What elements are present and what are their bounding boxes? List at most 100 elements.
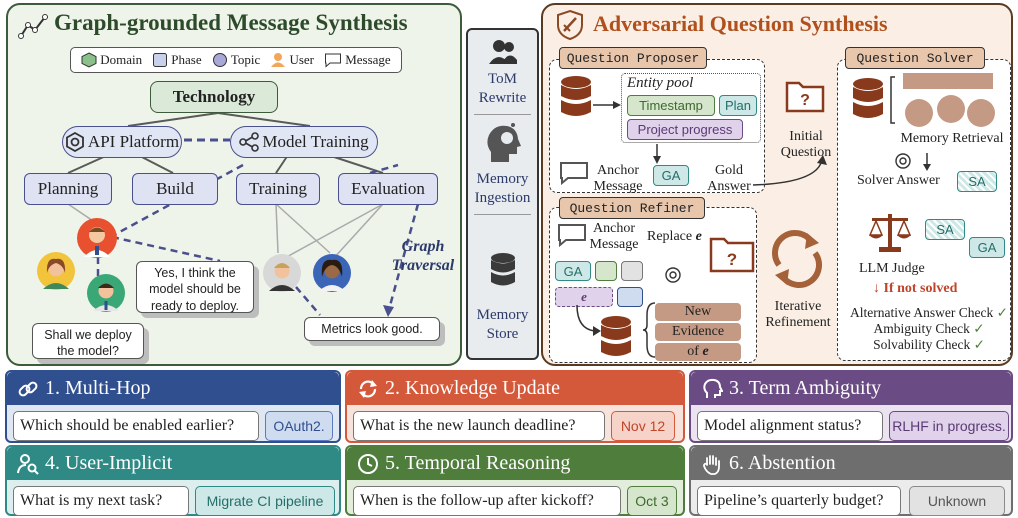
check-icon: ✓ (996, 305, 1008, 320)
refiner-anchor-message-icon (558, 224, 586, 247)
legend-phase: Phase (152, 52, 202, 68)
card-question: Model alignment status? (697, 411, 883, 441)
entity-pool-box (621, 73, 761, 143)
legend-user: User (270, 52, 314, 68)
check-item-alternative: Alternative Answer Check ✓ (850, 305, 1008, 320)
card-body: Pipeline’s quarterly budget? Unknown (691, 480, 1011, 516)
card-body: When is the follow-up after kickoff? Oct… (347, 480, 683, 516)
card-question: Pipeline’s quarterly budget? (697, 486, 901, 516)
avatar-user-1 (77, 218, 117, 258)
avatar-user-5 (313, 254, 351, 292)
check-icon: ✓ (973, 337, 985, 353)
memory-store-label: Memory Store (476, 307, 529, 342)
avatar-user-2 (37, 252, 75, 290)
topic-node-model-training: Model Training (230, 126, 378, 158)
refiner-database-icon (601, 316, 631, 356)
user-icon (271, 53, 286, 67)
evidence-line-3: of e (655, 343, 741, 361)
check-item-ambiguity: Ambiguity Check ✓ (873, 321, 985, 337)
graph-traversal-label: Graph Traversal (391, 238, 455, 275)
card-question: What is my next task? (13, 486, 189, 516)
check-item-solvability: Solvability Check ✓ (873, 337, 985, 353)
message-bubble-metrics: Metrics look good. (304, 317, 440, 341)
database-icon (491, 253, 515, 286)
card-abstention: 6. Abstention Pipeline’s quarterly budge… (689, 445, 1013, 516)
card-header: 2. Knowledge Update (347, 372, 683, 405)
question-refiner-label: Question Refiner (559, 197, 705, 219)
graph-synthesis-panel: Graph-grounded Message Synthesis Domain … (6, 3, 462, 366)
users-icon (489, 40, 517, 64)
refiner-chip-gray (621, 261, 643, 281)
proposer-ga-chip: GA (653, 165, 689, 186)
arrow-icon (593, 101, 621, 109)
down-arrow-icon (653, 144, 661, 164)
hand-stop-icon (703, 454, 720, 475)
message-bubble-deploy-reply: Yes, I think the model should be ready t… (136, 261, 254, 313)
phase-node-training: Training (236, 173, 320, 205)
middle-divider-2 (474, 214, 531, 215)
hexagon-icon (81, 52, 97, 68)
checks-list: Alternative Answer Check ✓ Ambiguity Che… (843, 305, 1015, 354)
initial-question-label: Initial Question (780, 129, 832, 161)
scales-icon (869, 214, 911, 252)
topic-node-api-platform: API Platform (62, 126, 182, 158)
card-answer: OAuth2. (265, 411, 333, 441)
avatar-user-3 (87, 274, 125, 312)
judge-ga-chip: GA (969, 237, 1005, 258)
down-arrow-icon: ↓ (873, 281, 884, 296)
to-initial-question-arrow (752, 155, 827, 186)
square-icon (153, 53, 168, 67)
graph-line-icon (18, 14, 48, 39)
llm-spark-icon (895, 153, 931, 171)
message-bubble-deploy-question: Shall we deploy the model? (32, 323, 144, 359)
gold-answer-label: Gold Answer (707, 163, 751, 195)
circle-icon (212, 53, 227, 67)
refiner-chip-green (595, 261, 617, 281)
card-header: 6. Abstention (691, 447, 1011, 480)
avatar-user-4 (263, 254, 301, 292)
svg-text:?: ? (800, 92, 810, 109)
card-header: 3. Term Ambiguity (691, 372, 1011, 405)
llm-judge-label: LLM Judge (859, 261, 925, 276)
retrieved-memories-graphic (890, 73, 995, 127)
adversarial-synthesis-panel: Adversarial Question Synthesis Question … (541, 3, 1013, 366)
hexagon-gear-icon (66, 132, 84, 152)
entity-chip-timestamp: Timestamp (627, 95, 715, 116)
card-body: What is my next task? Migrate CI pipelin… (7, 480, 339, 516)
user-search-icon (17, 453, 39, 475)
refresh-cycle-icon (772, 230, 822, 288)
legend-topic: Topic (212, 52, 260, 68)
clock-icon (358, 453, 378, 474)
card-body: Model alignment status? RLHF in progress… (691, 405, 1011, 441)
card-body: Which should be enabled earlier? OAuth2. (7, 405, 339, 441)
curved-arrow-icon (576, 305, 601, 336)
svg-text:?: ? (727, 250, 737, 269)
brace-icon (643, 302, 656, 358)
card-multi-hop: 1. Multi-Hop Which should be enabled ear… (5, 370, 341, 443)
card-knowledge-update: 2. Knowledge Update What is the new laun… (345, 370, 685, 443)
domain-node-technology: Technology (150, 81, 278, 113)
entity-chip-plan: Plan (719, 95, 757, 116)
phase-node-evaluation: Evaluation (338, 173, 438, 205)
card-answer: Unknown (909, 486, 1005, 516)
judge-sa-chip: SA (925, 219, 965, 240)
card-header: 1. Multi-Hop (7, 372, 339, 405)
refiner-anchor-label: Anchor Message (589, 221, 639, 253)
phase-node-planning: Planning (24, 173, 112, 205)
card-header: 5. Temporal Reasoning (347, 447, 683, 480)
legend-domain: Domain (81, 52, 142, 68)
evidence-line-1: New (655, 303, 741, 321)
card-term-ambiguity: 3. Term Ambiguity Model alignment status… (689, 370, 1013, 443)
refiner-e-chip: e (555, 287, 613, 307)
tom-rewrite-label: ToM Rewrite (478, 71, 527, 106)
llm-spark-icon (665, 267, 681, 283)
card-question: What is the new launch deadline? (353, 411, 605, 441)
refresh-icon (359, 379, 377, 398)
card-answer: RLHF in progress. (889, 411, 1009, 441)
refiner-chip-blue (617, 287, 643, 307)
card-answer: Oct 3 (627, 486, 677, 516)
card-question: Which should be enabled earlier? (13, 411, 259, 441)
brain-head-icon (487, 123, 521, 162)
replace-e-label: Replace e (647, 229, 702, 244)
link-icon (18, 381, 38, 396)
